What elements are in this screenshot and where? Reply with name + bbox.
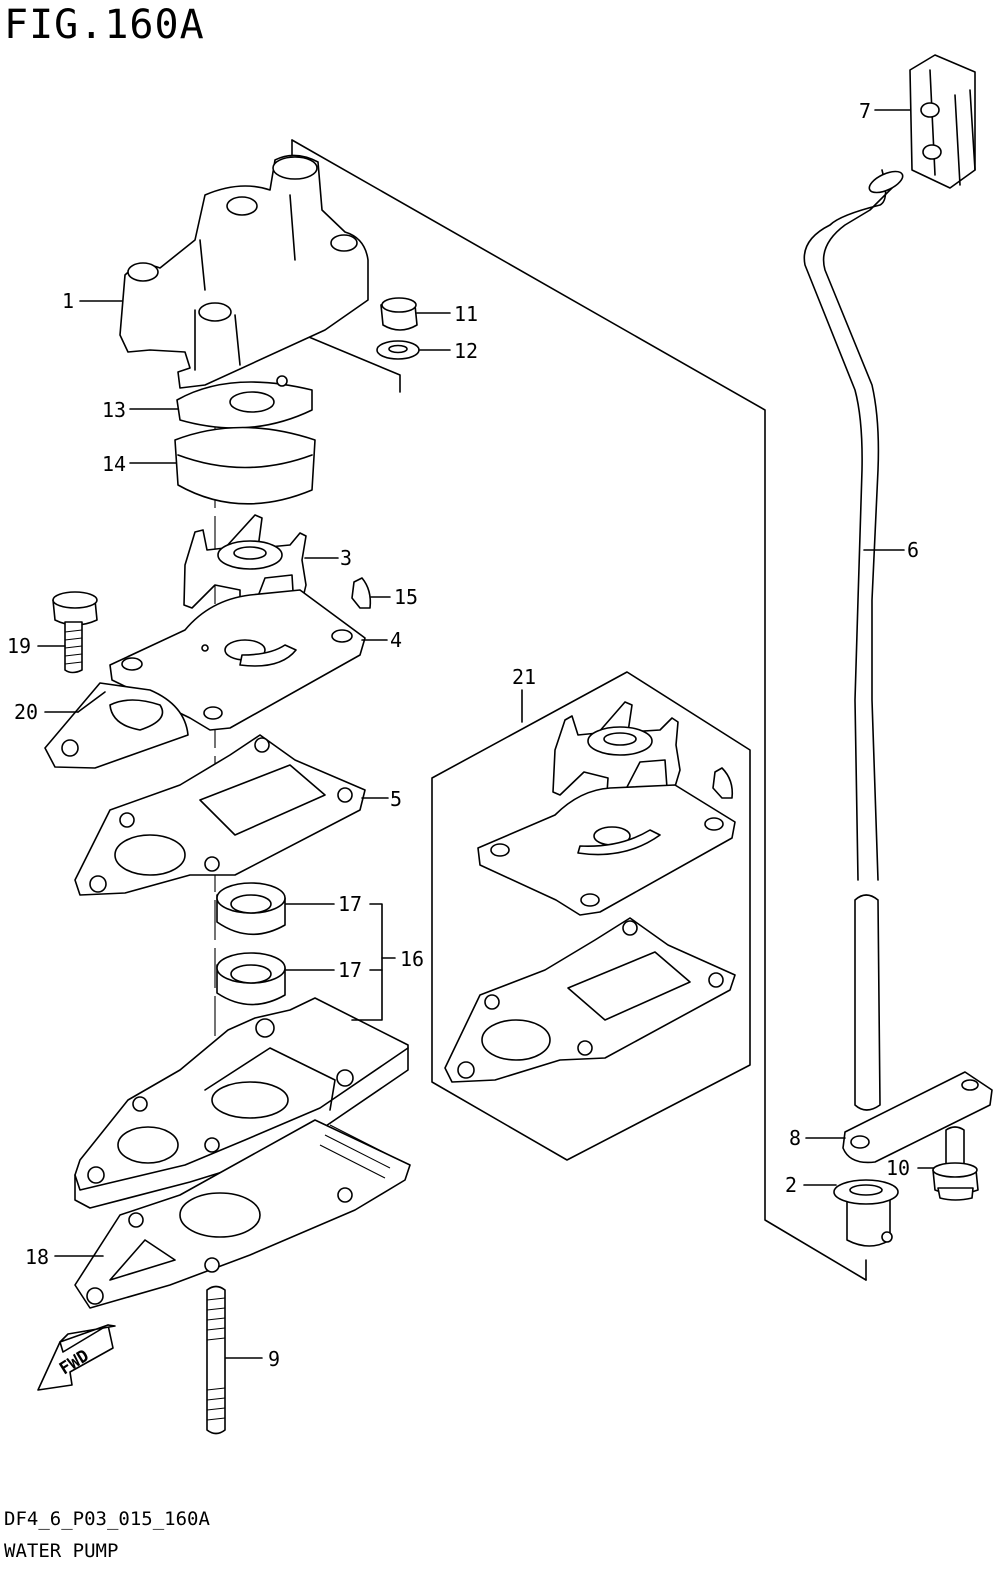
callout-13[interactable]: 13 (102, 398, 126, 422)
leader-lines (37, 109, 935, 1359)
callout-3[interactable]: 3 (340, 546, 352, 570)
callout-16[interactable]: 16 (400, 947, 424, 971)
part-9-stud[interactable] (206, 1285, 226, 1435)
callout-15[interactable]: 15 (394, 585, 418, 609)
part-3-impeller[interactable] (183, 514, 307, 626)
callout-20[interactable]: 20 (14, 700, 38, 724)
callout-8[interactable]: 8 (789, 1126, 801, 1150)
part-17-seal-lower[interactable] (216, 952, 286, 1006)
callout-11[interactable]: 11 (454, 302, 478, 326)
callout-18[interactable]: 18 (25, 1245, 49, 1269)
part-12-washer[interactable] (376, 340, 420, 360)
part-17-seal-upper[interactable] (216, 882, 286, 936)
part-7-grommet[interactable] (909, 54, 976, 189)
part-5-gasket[interactable] (74, 734, 366, 896)
part-10-bolt[interactable] (932, 1126, 979, 1201)
part-1-pump-case[interactable] (119, 154, 369, 389)
part-6-water-tube[interactable] (803, 167, 905, 1111)
part-21-repair-kit[interactable] (431, 671, 751, 1161)
callout-2[interactable]: 2 (785, 1173, 797, 1197)
part-8-bracket[interactable] (842, 1071, 993, 1164)
callout-6[interactable]: 6 (907, 538, 919, 562)
callout-1[interactable]: 1 (62, 289, 74, 313)
part-11-nut[interactable] (380, 297, 418, 331)
callout-12[interactable]: 12 (454, 339, 478, 363)
callout-17-upper[interactable]: 17 (338, 892, 362, 916)
callout-9[interactable]: 9 (268, 1347, 280, 1371)
callout-21[interactable]: 21 (512, 665, 536, 689)
callout-17-lower[interactable]: 17 (338, 958, 362, 982)
callout-labels: 1 2 3 4 5 6 7 8 9 10 11 12 13 14 15 16 1… (7, 99, 919, 1371)
part-16-housing[interactable] (74, 997, 409, 1209)
part-14-liner[interactable] (174, 426, 316, 505)
diagram-code: DF4_6_P03_015_160A (4, 1508, 210, 1530)
fwd-arrow: FWD (37, 1324, 116, 1391)
part-4-plate[interactable] (109, 589, 366, 731)
callout-10[interactable]: 10 (886, 1156, 910, 1180)
callout-19[interactable]: 19 (7, 634, 31, 658)
callout-14[interactable]: 14 (102, 452, 126, 476)
part-19-bolt[interactable] (52, 591, 98, 674)
diagram-name: WATER PUMP (4, 1540, 119, 1562)
part-13-plate[interactable] (176, 375, 313, 429)
callout-5[interactable]: 5 (390, 787, 402, 811)
part-18-gasket[interactable] (74, 1119, 411, 1309)
callout-4[interactable]: 4 (390, 628, 402, 652)
figure-title: FIG.160A (4, 2, 205, 48)
part-20-gasket[interactable] (44, 682, 189, 769)
part-15-key[interactable] (351, 577, 372, 609)
part-2-bushing[interactable] (833, 1179, 899, 1247)
callout-7[interactable]: 7 (859, 99, 871, 123)
